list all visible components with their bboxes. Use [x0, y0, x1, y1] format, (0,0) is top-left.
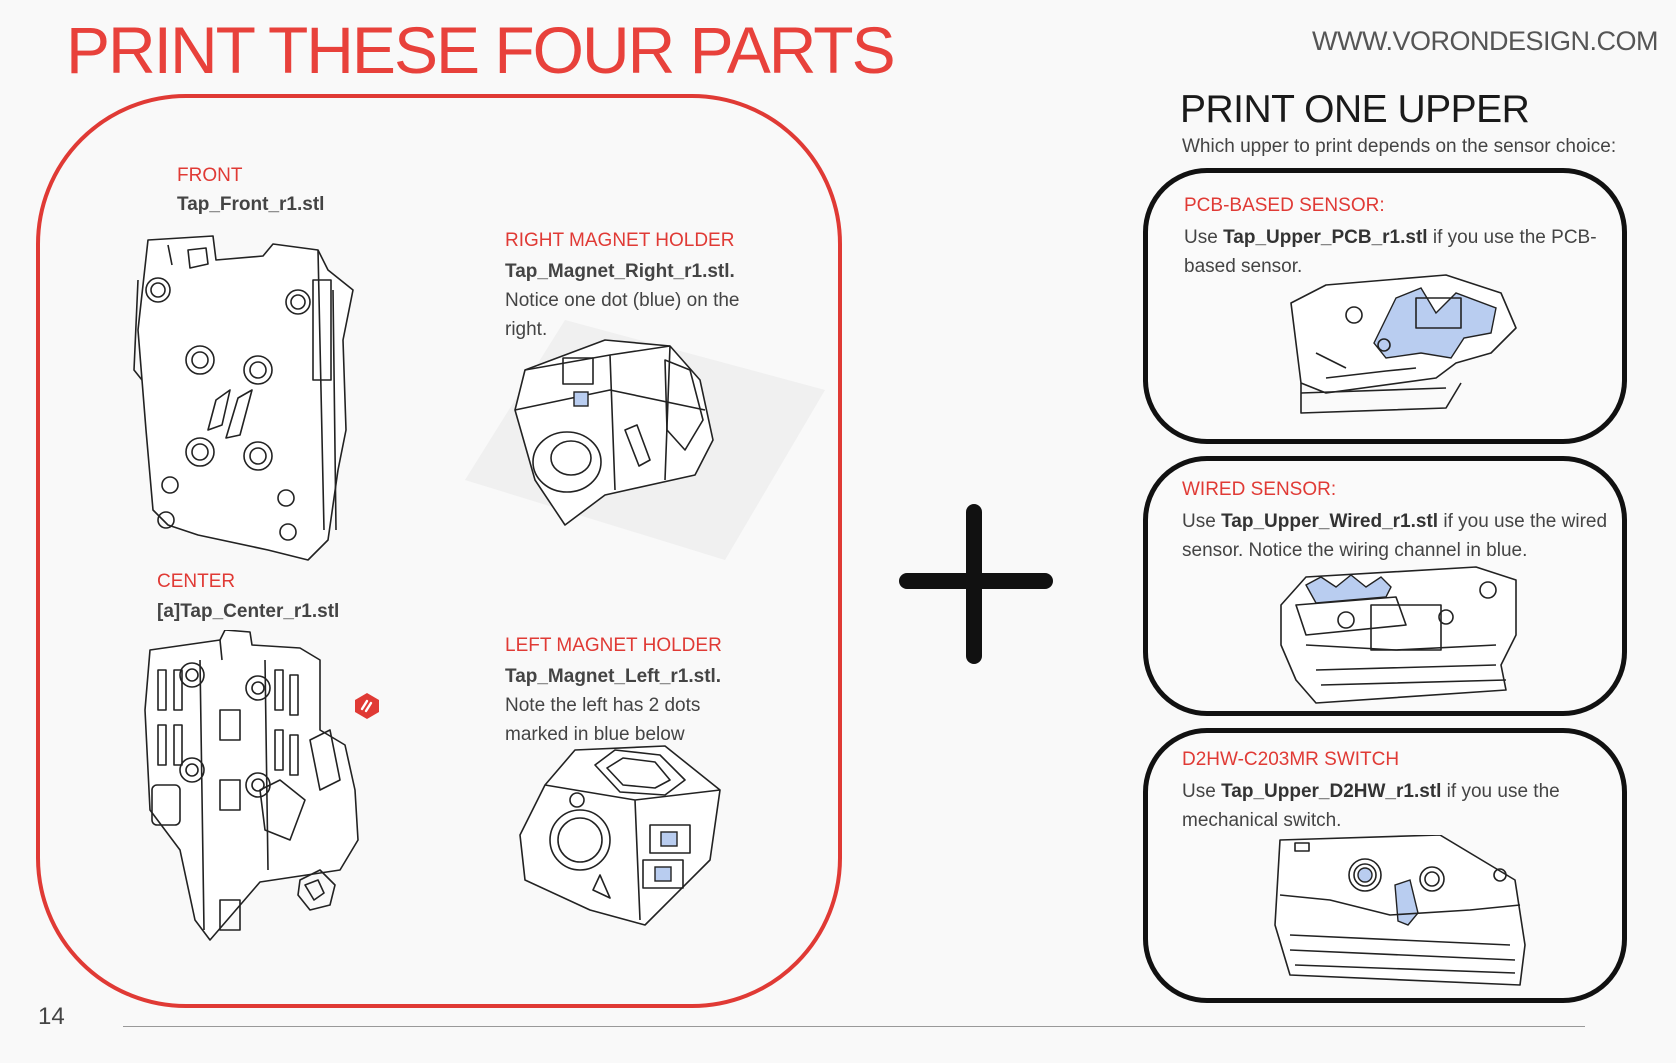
- front-file: Tap_Front_r1.stl: [177, 194, 325, 215]
- four-parts-frame: [36, 94, 842, 1008]
- center-label: CENTER: [157, 571, 236, 592]
- right-magnet-desc: Tap_Magnet_Right_r1.stl. Notice one dot …: [505, 257, 755, 344]
- wired-sensor-file: Tap_Upper_Wired_r1.stl: [1221, 511, 1439, 532]
- wired-sensor-prefix: Use: [1182, 511, 1222, 532]
- footer-divider: [123, 1026, 1585, 1027]
- upper-title: PRINT ONE UPPER: [1180, 88, 1530, 131]
- wired-sensor-suffix: if you use the wired sensor. Notice the …: [1182, 511, 1608, 561]
- switch-upper-image: [1274, 835, 1526, 986]
- switch-file: Tap_Upper_D2HW_r1.stl: [1221, 781, 1442, 802]
- front-label: FRONT: [177, 165, 243, 186]
- front-part-image: [133, 235, 354, 561]
- wired-sensor-title: WIRED SENSOR:: [1182, 479, 1337, 500]
- voron-logo-icon: [355, 693, 379, 719]
- pcb-sensor-card: PCB-BASED SENSOR: Use Tap_Upper_PCB_r1.s…: [1143, 168, 1627, 444]
- left-magnet-label: LEFT MAGNET HOLDER: [505, 635, 722, 656]
- wired-sensor-card: WIRED SENSOR: Use Tap_Upper_Wired_r1.stl…: [1143, 456, 1627, 716]
- pcb-sensor-file: Tap_Upper_PCB_r1.stl: [1223, 227, 1428, 248]
- left-magnet-desc: Tap_Magnet_Left_r1.stl. Note the left ha…: [505, 662, 755, 749]
- left-magnet-image: [519, 745, 721, 926]
- pcb-sensor-prefix: Use: [1184, 227, 1224, 248]
- right-magnet-file: Tap_Magnet_Right_r1.stl.: [505, 261, 735, 282]
- right-magnet-label: RIGHT MAGNET HOLDER: [505, 230, 735, 251]
- upper-subtitle: Which upper to print depends on the sens…: [1182, 136, 1617, 157]
- center-file: [a]Tap_Center_r1.stl: [157, 601, 340, 622]
- left-magnet-note: Note the left has 2 dots marked in blue …: [505, 695, 701, 745]
- page-title: PRINT THESE FOUR PARTS: [66, 13, 896, 87]
- switch-title: D2HW-C203MR SWITCH: [1182, 749, 1400, 770]
- site-url: WWW.VORONDESIGN.COM: [1312, 26, 1658, 56]
- center-part-image: [144, 630, 359, 941]
- pcb-sensor-desc: Use Tap_Upper_PCB_r1.stl if you use the …: [1184, 223, 1614, 281]
- right-magnet-note: Notice one dot (blue) on the right.: [505, 290, 740, 340]
- pcb-sensor-title: PCB-BASED SENSOR:: [1184, 195, 1385, 216]
- page-number: 14: [38, 1003, 65, 1030]
- pcb-upper-image: [1290, 274, 1517, 414]
- wired-sensor-desc: Use Tap_Upper_Wired_r1.stl if you use th…: [1182, 507, 1612, 565]
- pcb-sensor-suffix: if you use the PCB-based sensor.: [1184, 227, 1597, 277]
- plus-icon-bar: [899, 573, 1053, 589]
- switch-desc: Use Tap_Upper_D2HW_r1.stl if you use the…: [1182, 777, 1612, 835]
- switch-suffix: if you use the mechanical switch.: [1182, 781, 1560, 831]
- right-magnet-image: [465, 320, 825, 560]
- switch-prefix: Use: [1182, 781, 1222, 802]
- switch-card: D2HW-C203MR SWITCH Use Tap_Upper_D2HW_r1…: [1143, 728, 1627, 1003]
- wired-upper-image: [1280, 566, 1517, 704]
- left-magnet-file: Tap_Magnet_Left_r1.stl.: [505, 666, 722, 687]
